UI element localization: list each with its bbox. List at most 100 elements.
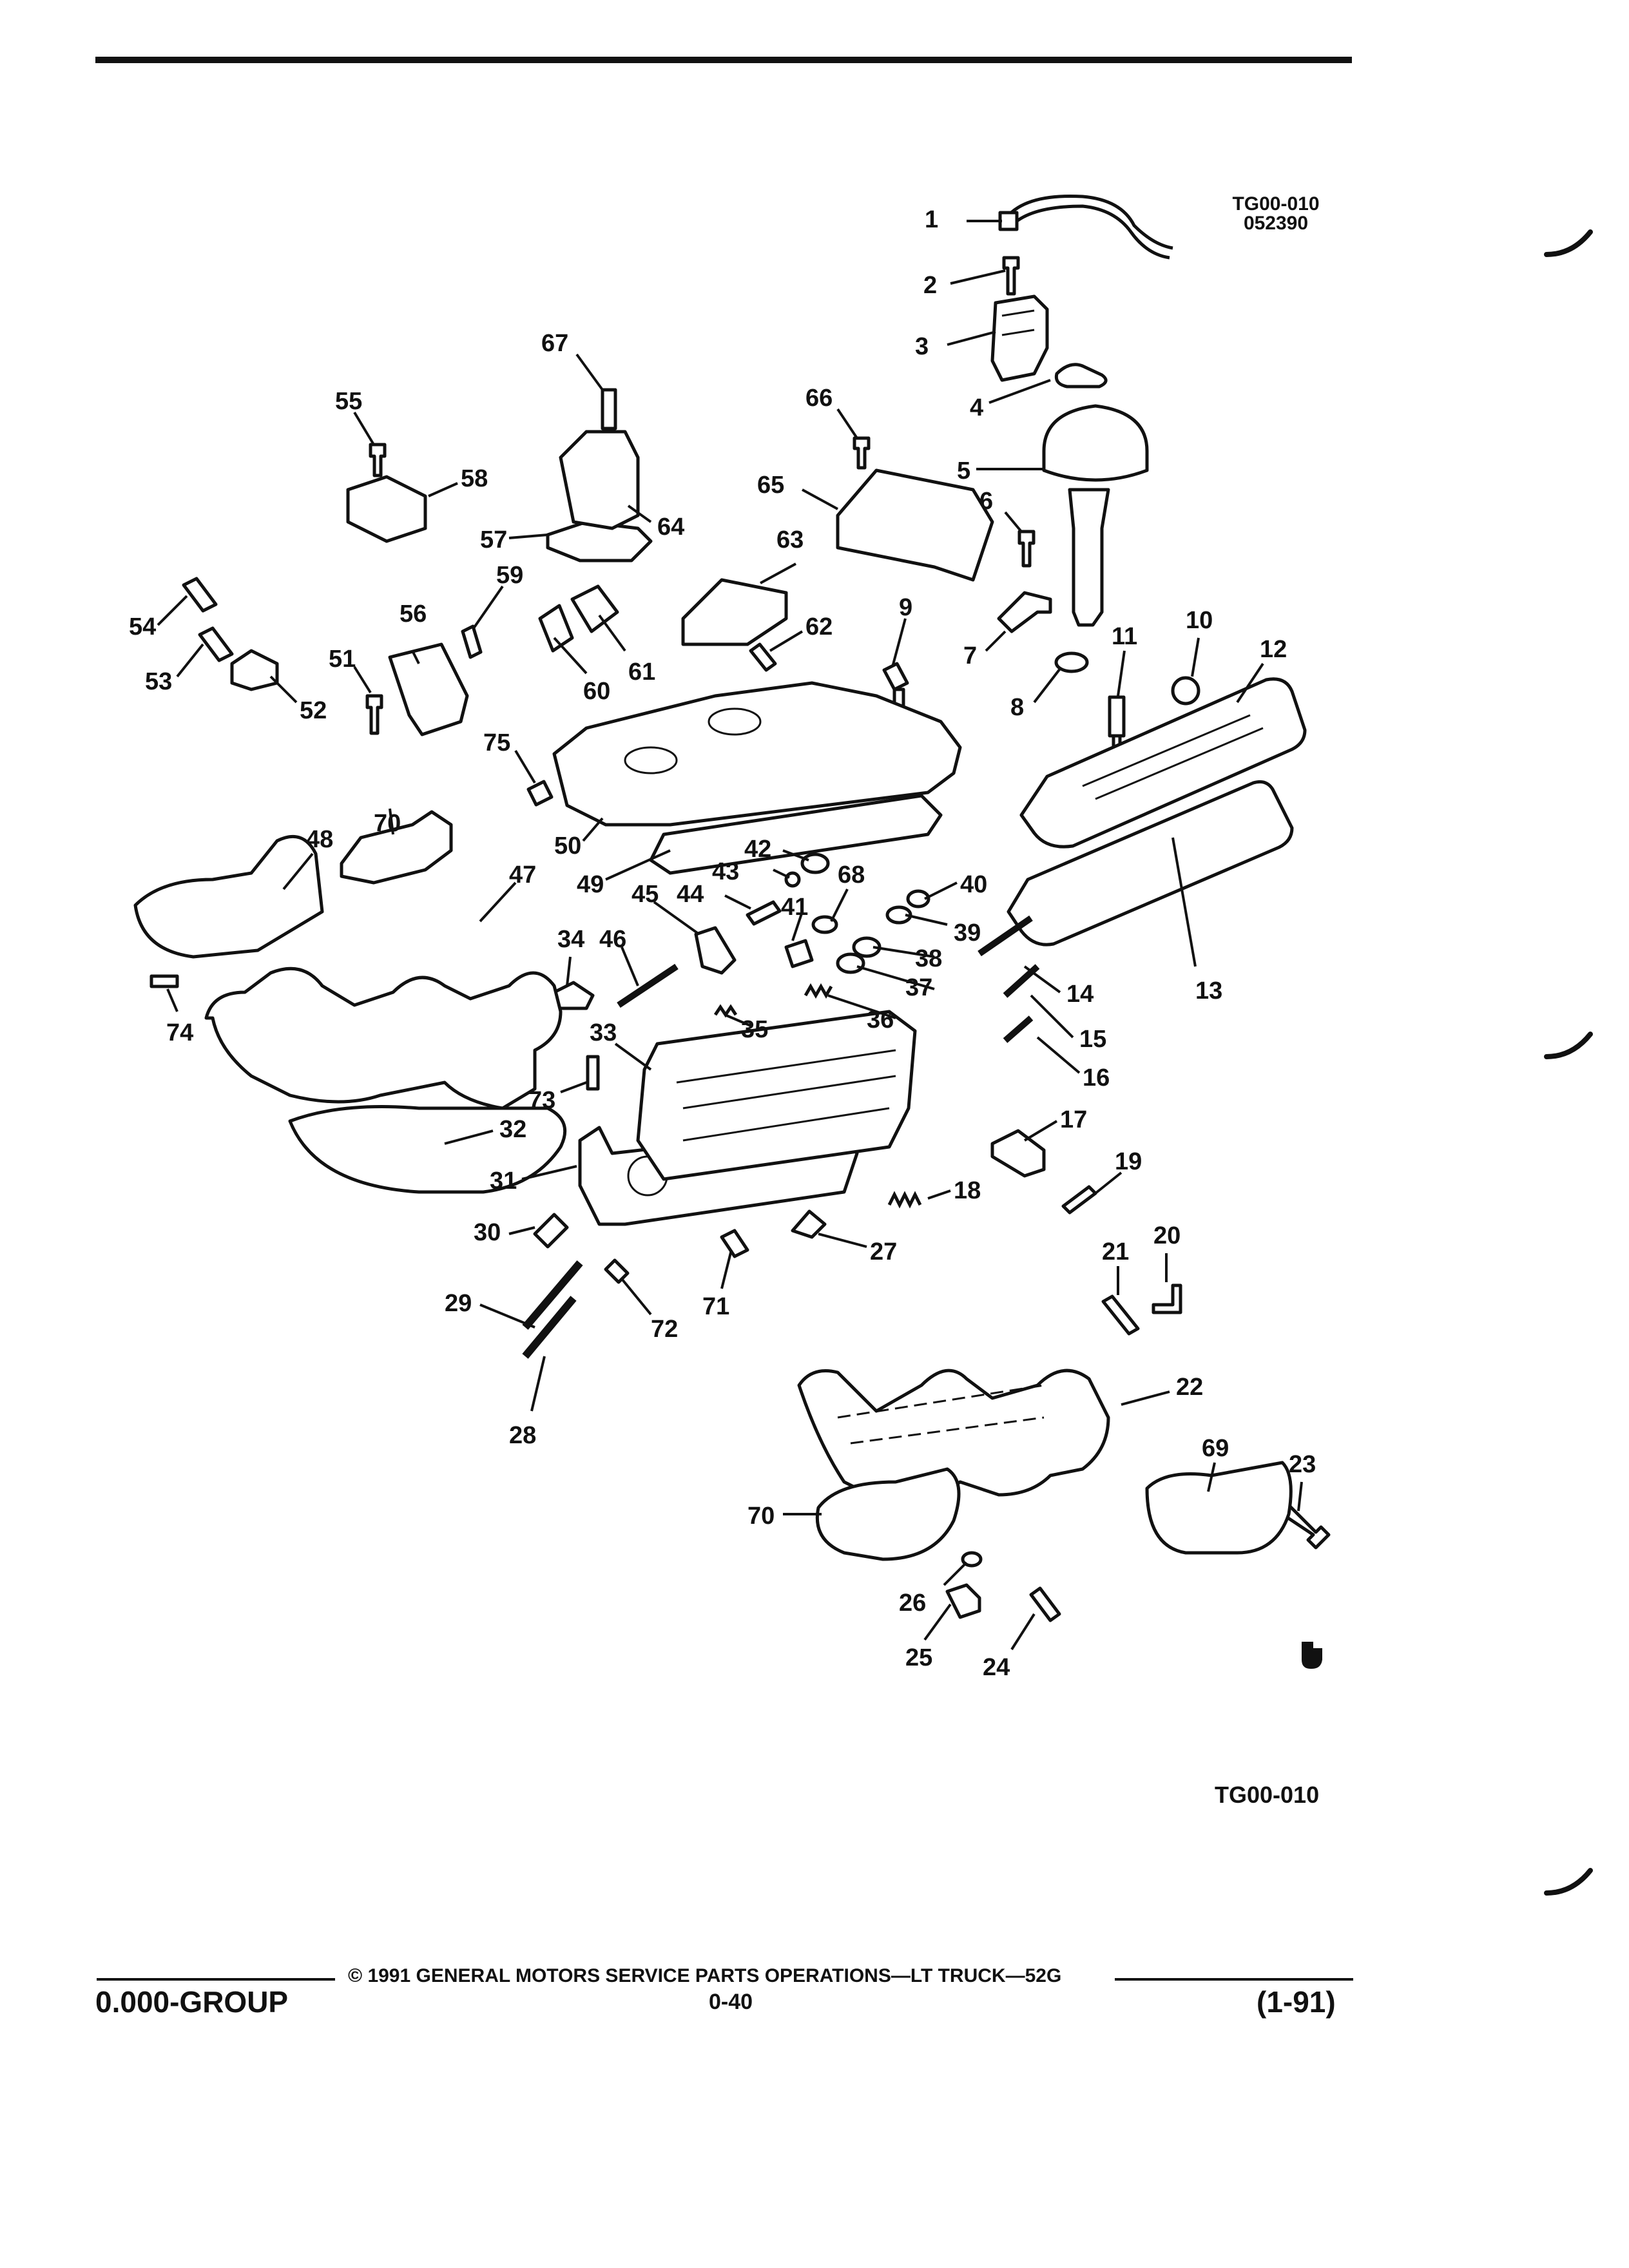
revision-label: (1-91)	[1257, 1985, 1336, 2019]
part-1-wiring-harness	[1004, 194, 1173, 260]
part-3-ignition-coil	[990, 294, 1049, 382]
callout-64: 64	[657, 514, 684, 541]
callout-53: 53	[145, 668, 172, 695]
callout-32: 32	[499, 1116, 526, 1143]
part-46-pushrod	[617, 963, 679, 1008]
part-33-detail	[676, 1049, 896, 1142]
part-72-dowel	[604, 1258, 630, 1284]
part-50-intake-manifold	[552, 681, 962, 827]
callout-74: 74	[166, 1019, 193, 1046]
callout-31: 31	[490, 1168, 517, 1195]
top-rule	[95, 57, 1352, 63]
part-12-detail	[1082, 714, 1264, 800]
part-13-valve-cover-gasket	[1007, 780, 1294, 947]
callout-70-lower: 70	[747, 1503, 775, 1530]
part-58-module	[346, 475, 427, 543]
part-47-exhaust-manifold	[204, 966, 563, 1110]
callout-3: 3	[915, 333, 929, 360]
callout-71: 71	[702, 1293, 729, 1320]
callout-2: 2	[923, 272, 937, 299]
part-43-ball	[784, 871, 801, 888]
part-24-stud	[1029, 1586, 1061, 1622]
callout-23: 23	[1289, 1451, 1316, 1478]
callout-18: 18	[954, 1177, 981, 1204]
callout-6: 6	[979, 488, 993, 515]
part-45-rocker-guide	[694, 926, 737, 975]
part-69-heat-shield	[1145, 1461, 1293, 1555]
part-66-screw	[853, 436, 871, 470]
callout-50: 50	[554, 832, 581, 860]
callout-62: 62	[805, 613, 833, 640]
callout-61: 61	[628, 658, 655, 686]
part-48-heat-shield	[133, 834, 324, 959]
part-54-bolt	[182, 577, 218, 613]
callout-9: 9	[899, 594, 912, 621]
callout-28: 28	[509, 1422, 536, 1449]
part-41-ball	[784, 939, 814, 968]
callout-20: 20	[1153, 1222, 1181, 1249]
callout-67: 67	[541, 330, 568, 357]
binder-mark	[1544, 1868, 1593, 1896]
callout-10: 10	[1186, 607, 1213, 634]
part-20-bracket	[1152, 1283, 1182, 1314]
callout-45: 45	[631, 881, 659, 908]
part-2-screw	[1002, 256, 1020, 296]
part-29-bolt	[522, 1260, 583, 1330]
part-52-bracket	[230, 649, 279, 691]
part-63-bracket	[681, 578, 788, 646]
part-14-bolt	[978, 915, 1033, 957]
part-5-distributor-cap	[1042, 404, 1149, 482]
callout-54: 54	[129, 613, 156, 640]
callout-41: 41	[781, 894, 808, 921]
callout-14: 14	[1066, 981, 1094, 1008]
callout-75: 75	[483, 729, 510, 756]
callout-43: 43	[712, 858, 739, 885]
callout-66: 66	[805, 385, 833, 412]
part-37-cap	[836, 952, 865, 974]
callout-26: 26	[899, 1590, 926, 1617]
part-19-bolt	[1061, 1185, 1097, 1215]
part-10-cap	[1171, 676, 1200, 706]
callout-5: 5	[957, 457, 970, 485]
part-53-bolt	[198, 626, 234, 662]
callout-49: 49	[577, 871, 604, 898]
callout-21: 21	[1102, 1238, 1129, 1265]
callout-69: 69	[1202, 1435, 1229, 1462]
part-16-bolt	[1003, 1015, 1034, 1043]
part-62-bolt	[749, 642, 777, 672]
callout-57: 57	[480, 526, 507, 553]
part-64-water-outlet	[559, 430, 640, 530]
callout-36: 36	[867, 1006, 894, 1033]
part-73-stud	[586, 1055, 600, 1091]
binder-mark	[1544, 1032, 1593, 1059]
part-42-nut	[800, 852, 830, 874]
part-25-clip	[945, 1583, 981, 1619]
callout-48: 48	[306, 826, 333, 853]
callout-12: 12	[1260, 636, 1287, 663]
part-70-heat-shield-lower	[815, 1467, 961, 1561]
callout-22: 22	[1176, 1374, 1203, 1401]
part-8-washer	[1054, 651, 1089, 673]
callout-63: 63	[776, 526, 804, 553]
figure-reference: TG00-010 052390	[1211, 195, 1340, 233]
callout-8: 8	[1010, 694, 1024, 721]
part-4-bracket	[1054, 363, 1108, 389]
part-51-screw	[365, 694, 383, 735]
part-40-nut	[906, 889, 930, 908]
callout-52: 52	[300, 697, 327, 724]
copyright-line: © 1991 GENERAL MOTORS SERVICE PARTS OPER…	[348, 1965, 1062, 1986]
callout-60: 60	[583, 678, 610, 705]
callout-35: 35	[741, 1016, 768, 1043]
part-12-valve-cover	[1019, 677, 1307, 849]
callout-7: 7	[963, 642, 977, 669]
part-18-spring	[887, 1191, 922, 1209]
callout-17: 17	[1060, 1106, 1087, 1133]
callout-37: 37	[905, 974, 932, 1001]
callout-34: 34	[557, 926, 584, 953]
part-61-fitting	[570, 584, 619, 633]
cu-logo-icon	[1302, 1642, 1322, 1669]
part-70-heat-shield	[340, 810, 453, 885]
footer-rule-right	[1115, 1978, 1353, 1981]
